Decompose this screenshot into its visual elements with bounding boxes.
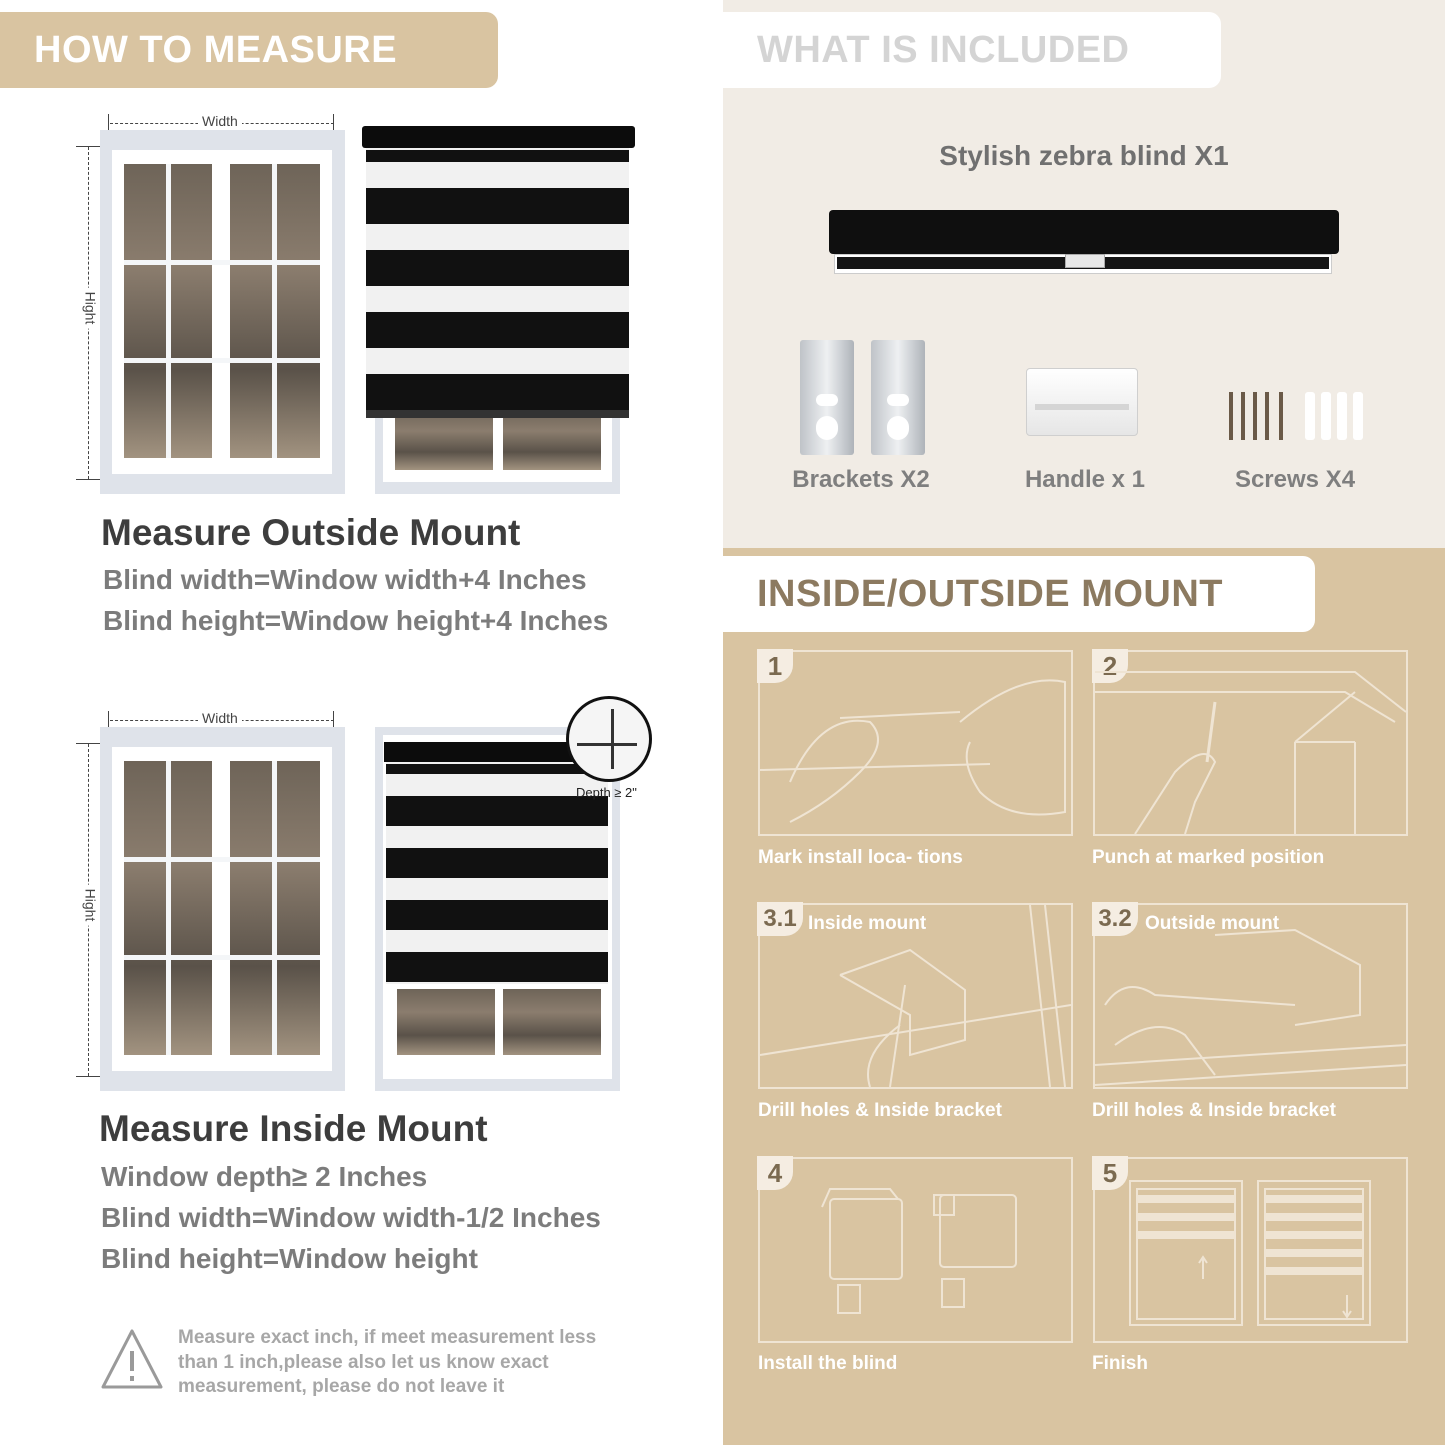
handle-label: Handle x 1 xyxy=(1024,466,1146,493)
what-is-included-section: WHAT IS INCLUDED Stylish zebra blind X1 xyxy=(723,0,1445,548)
step-3-2-caption: Drill holes & Inside bracket xyxy=(1092,1100,1336,1121)
step-4-illustration: 4 xyxy=(757,1156,1073,1343)
step-1-caption: Mark install loca- tions xyxy=(758,847,963,868)
note-line-3: measurement, please do not leave it xyxy=(178,1376,505,1397)
note-line-2: than 1 inch,please also let us know exac… xyxy=(178,1351,549,1373)
step-3-2-subtitle: Outside mount xyxy=(1145,913,1280,934)
step-1-number: 1 xyxy=(757,649,793,683)
step-5-number: 5 xyxy=(1092,1156,1128,1190)
brackets-label: Brackets X2 xyxy=(792,466,930,493)
height-label: Hight xyxy=(82,287,99,329)
cassette-top xyxy=(362,126,635,148)
step-1-illustration: 1 xyxy=(757,649,1073,836)
how-to-measure-title: HOW TO MEASURE xyxy=(34,28,398,71)
width-tick-left xyxy=(108,114,109,132)
step-3-2-number: 3.2 xyxy=(1092,902,1138,936)
outside-mount-title: Measure Outside Mount xyxy=(101,512,521,553)
inside-depth-rule: Window depth≥ 2 Inches xyxy=(101,1161,428,1192)
step-5-caption: Finish xyxy=(1092,1353,1148,1374)
mount-header: INSIDE/OUTSIDE MOUNT xyxy=(723,556,1315,632)
inside-height-rule: Blind height=Window height xyxy=(101,1243,478,1274)
height-tick-bottom xyxy=(76,479,100,480)
width-label: Width xyxy=(198,113,242,129)
step-5-illustration: 5 xyxy=(1092,1156,1408,1343)
depth-zoom-circle xyxy=(566,696,652,782)
how-to-measure-section: HOW TO MEASURE Width Hight xyxy=(0,12,652,1397)
step-3-1-illustration: 3.1 Inside mount xyxy=(757,902,1073,1089)
step-3-1-subtitle: Inside mount xyxy=(808,913,927,934)
what-is-included-header: WHAT IS INCLUDED xyxy=(723,12,1221,88)
height-tick-top xyxy=(76,146,100,147)
width-tick-right xyxy=(333,114,334,132)
window-frame xyxy=(100,130,345,494)
screws-label: Screws X4 xyxy=(1234,466,1356,493)
inside-width-rule: Blind width=Window width-1/2 Inches xyxy=(101,1202,601,1233)
step-3-1-caption: Drill holes & Inside bracket xyxy=(758,1100,1002,1121)
outside-height-rule: Blind height=Window height+4 Inches xyxy=(103,605,609,636)
inside-height-label: Hight xyxy=(82,884,99,926)
inside-width-label: Width xyxy=(198,710,242,726)
step-3-1-number: 3.1 xyxy=(757,902,803,936)
inside-mount-title: Measure Inside Mount xyxy=(99,1108,488,1149)
step-4-number: 4 xyxy=(757,1156,793,1190)
warning-triangle-icon xyxy=(101,1329,163,1389)
blind-included-label: Stylish zebra blind X1 xyxy=(939,140,1229,171)
mount-title: INSIDE/OUTSIDE MOUNT xyxy=(757,572,1224,615)
step-2-caption: Punch at marked position xyxy=(1092,847,1325,868)
what-is-included-title: WHAT IS INCLUDED xyxy=(757,28,1130,71)
how-to-measure-header: HOW TO MEASURE xyxy=(0,12,498,88)
outside-width-rule: Blind width=Window width+4 Inches xyxy=(103,564,587,595)
step-3-2-illustration: 3.2 Outside mount xyxy=(1092,902,1408,1089)
step-2-illustration: 2 xyxy=(1092,649,1408,836)
mount-steps-section: INSIDE/OUTSIDE MOUNT 1 Mark install loca… xyxy=(723,548,1445,1445)
note-line-1: Measure exact inch, if meet measurement … xyxy=(178,1327,597,1348)
depth-label: Depth ≥ 2" xyxy=(576,785,637,800)
step-4-caption: Install the blind xyxy=(758,1353,898,1374)
